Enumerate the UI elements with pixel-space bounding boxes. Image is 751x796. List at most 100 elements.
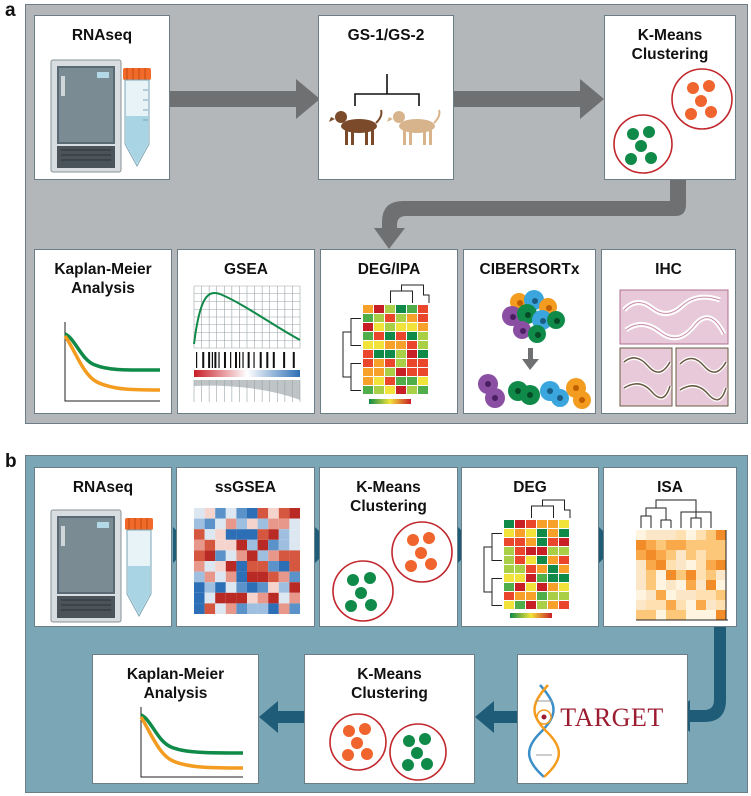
- down-arrow-icon: [522, 359, 539, 370]
- heatmap-cell: [526, 529, 536, 537]
- heatmap-cell: [194, 550, 205, 561]
- heatmap-cell: [268, 518, 279, 530]
- heatmap-cell: [636, 550, 646, 560]
- heatmap-cell: [548, 547, 558, 555]
- heatmap-cell: [636, 600, 646, 610]
- heatmap-cell: [363, 368, 373, 376]
- heatmap-cell: [257, 529, 269, 540]
- heatmap-cell: [559, 583, 569, 591]
- heatmap-cell: [418, 350, 428, 358]
- color-scale-bar: [369, 399, 411, 404]
- heatmap-cell: [215, 561, 226, 572]
- arrow-kmeans-to-deg: [382, 180, 686, 232]
- heatmap-cell: [548, 574, 558, 582]
- heatmap-cell: [247, 508, 258, 519]
- heatmap-cell: [396, 359, 406, 367]
- heatmap-cell: [204, 571, 216, 583]
- heatmap-cell: [236, 518, 247, 530]
- box-title: DEG: [513, 479, 547, 496]
- ranked-metric-area: [194, 380, 300, 400]
- heatmap-cell: [504, 520, 514, 528]
- heatmap-cell: [559, 547, 569, 555]
- heatmap-cell: [504, 592, 514, 600]
- box-title: IHC: [655, 261, 682, 278]
- heatmap-cell: [537, 556, 547, 564]
- heatmap-cell: [559, 601, 569, 609]
- heatmap-cell: [656, 610, 666, 620]
- heatmap-cell: [363, 359, 373, 367]
- heatmap-cell: [204, 592, 216, 604]
- heatmap-cell: [636, 530, 646, 540]
- heatmap-cell: [268, 582, 279, 593]
- heatmap-cell: [236, 550, 247, 561]
- heatmap-cell: [696, 580, 706, 590]
- heatmap-cell: [559, 565, 569, 573]
- heatmap-cell: [548, 601, 558, 609]
- heatmap-cell: [716, 610, 726, 620]
- heatmap-cell: [515, 565, 525, 573]
- heatmap-cell: [716, 560, 726, 570]
- heatmap-cell: [515, 547, 525, 555]
- heatmap-cell: [515, 538, 525, 546]
- heatmap-cell: [407, 359, 417, 367]
- heatmap-cell: [696, 540, 706, 550]
- heatmap-cell: [257, 518, 269, 530]
- heatmap-cell: [363, 332, 373, 340]
- heatmap-cell: [215, 518, 226, 530]
- heatmap-cell: [257, 592, 269, 604]
- heatmap-cell: [385, 332, 395, 340]
- column-dendrogram: [640, 499, 712, 528]
- ihc-tissue-illustration: [619, 289, 729, 407]
- heatmap-cell: [636, 610, 646, 620]
- heatmap-cell: [278, 550, 290, 561]
- heatmap-cell: [418, 314, 428, 322]
- box-a-rnaseq: RNAseq: [34, 15, 170, 180]
- cell-deconvolution-illustration: [478, 290, 591, 409]
- heatmap-cell: [559, 574, 569, 582]
- heatmap-cell: [537, 538, 547, 546]
- heatmap-cell: [706, 590, 716, 600]
- heatmap-cell: [215, 571, 226, 583]
- heatmap-cell: [526, 592, 536, 600]
- heatmap-cell: [418, 332, 428, 340]
- freezer-and-tube-illustration: [50, 59, 151, 173]
- heatmap-cell: [515, 574, 525, 582]
- heatmap-cell: [268, 561, 279, 572]
- arrow-isa-to-target: [688, 627, 726, 722]
- box-title: Kaplan-Meier Analysis: [54, 261, 152, 297]
- heatmap-cell: [289, 571, 300, 583]
- heatmap-cell: [385, 341, 395, 349]
- heatmap-cell: [194, 592, 205, 604]
- heatmap-cell: [396, 350, 406, 358]
- heatmap-cell: [646, 600, 656, 610]
- heatmap-cell: [686, 570, 696, 580]
- heatmap-cell: [686, 540, 696, 550]
- heatmap-cell: [686, 550, 696, 560]
- heatmap-cell: [407, 350, 417, 358]
- dark-dog-icon: [329, 109, 383, 145]
- heatmap-cell: [194, 561, 205, 572]
- heatmap-cell: [204, 518, 216, 530]
- heatmap-cell: [385, 323, 395, 331]
- heatmap-cell: [504, 583, 514, 591]
- heatmap-cell: [215, 550, 226, 561]
- box-a-gsea: GSEA: [177, 249, 315, 414]
- heatmap-cell: [636, 590, 646, 600]
- heatmap-cell: [215, 539, 226, 551]
- mixed-cell-cluster: [502, 290, 565, 343]
- heatmap-cell: [257, 508, 269, 519]
- heatmap-cell: [194, 529, 205, 540]
- heatmap-cell: [548, 592, 558, 600]
- heatmap-cell: [537, 565, 547, 573]
- heatmap-cell: [194, 582, 205, 593]
- heatmap-cell: [204, 582, 216, 593]
- heatmap-cell: [686, 600, 696, 610]
- separated-cell-types: [478, 374, 591, 409]
- heatmap-cell: [526, 565, 536, 573]
- heatmap-cell: [537, 529, 547, 537]
- heatmap-cell: [407, 305, 417, 313]
- heatmap-cell: [418, 305, 428, 313]
- freezer-and-tube-illustration: [50, 509, 153, 623]
- heatmap-cell: [537, 520, 547, 528]
- heatmap-cell: [407, 377, 417, 385]
